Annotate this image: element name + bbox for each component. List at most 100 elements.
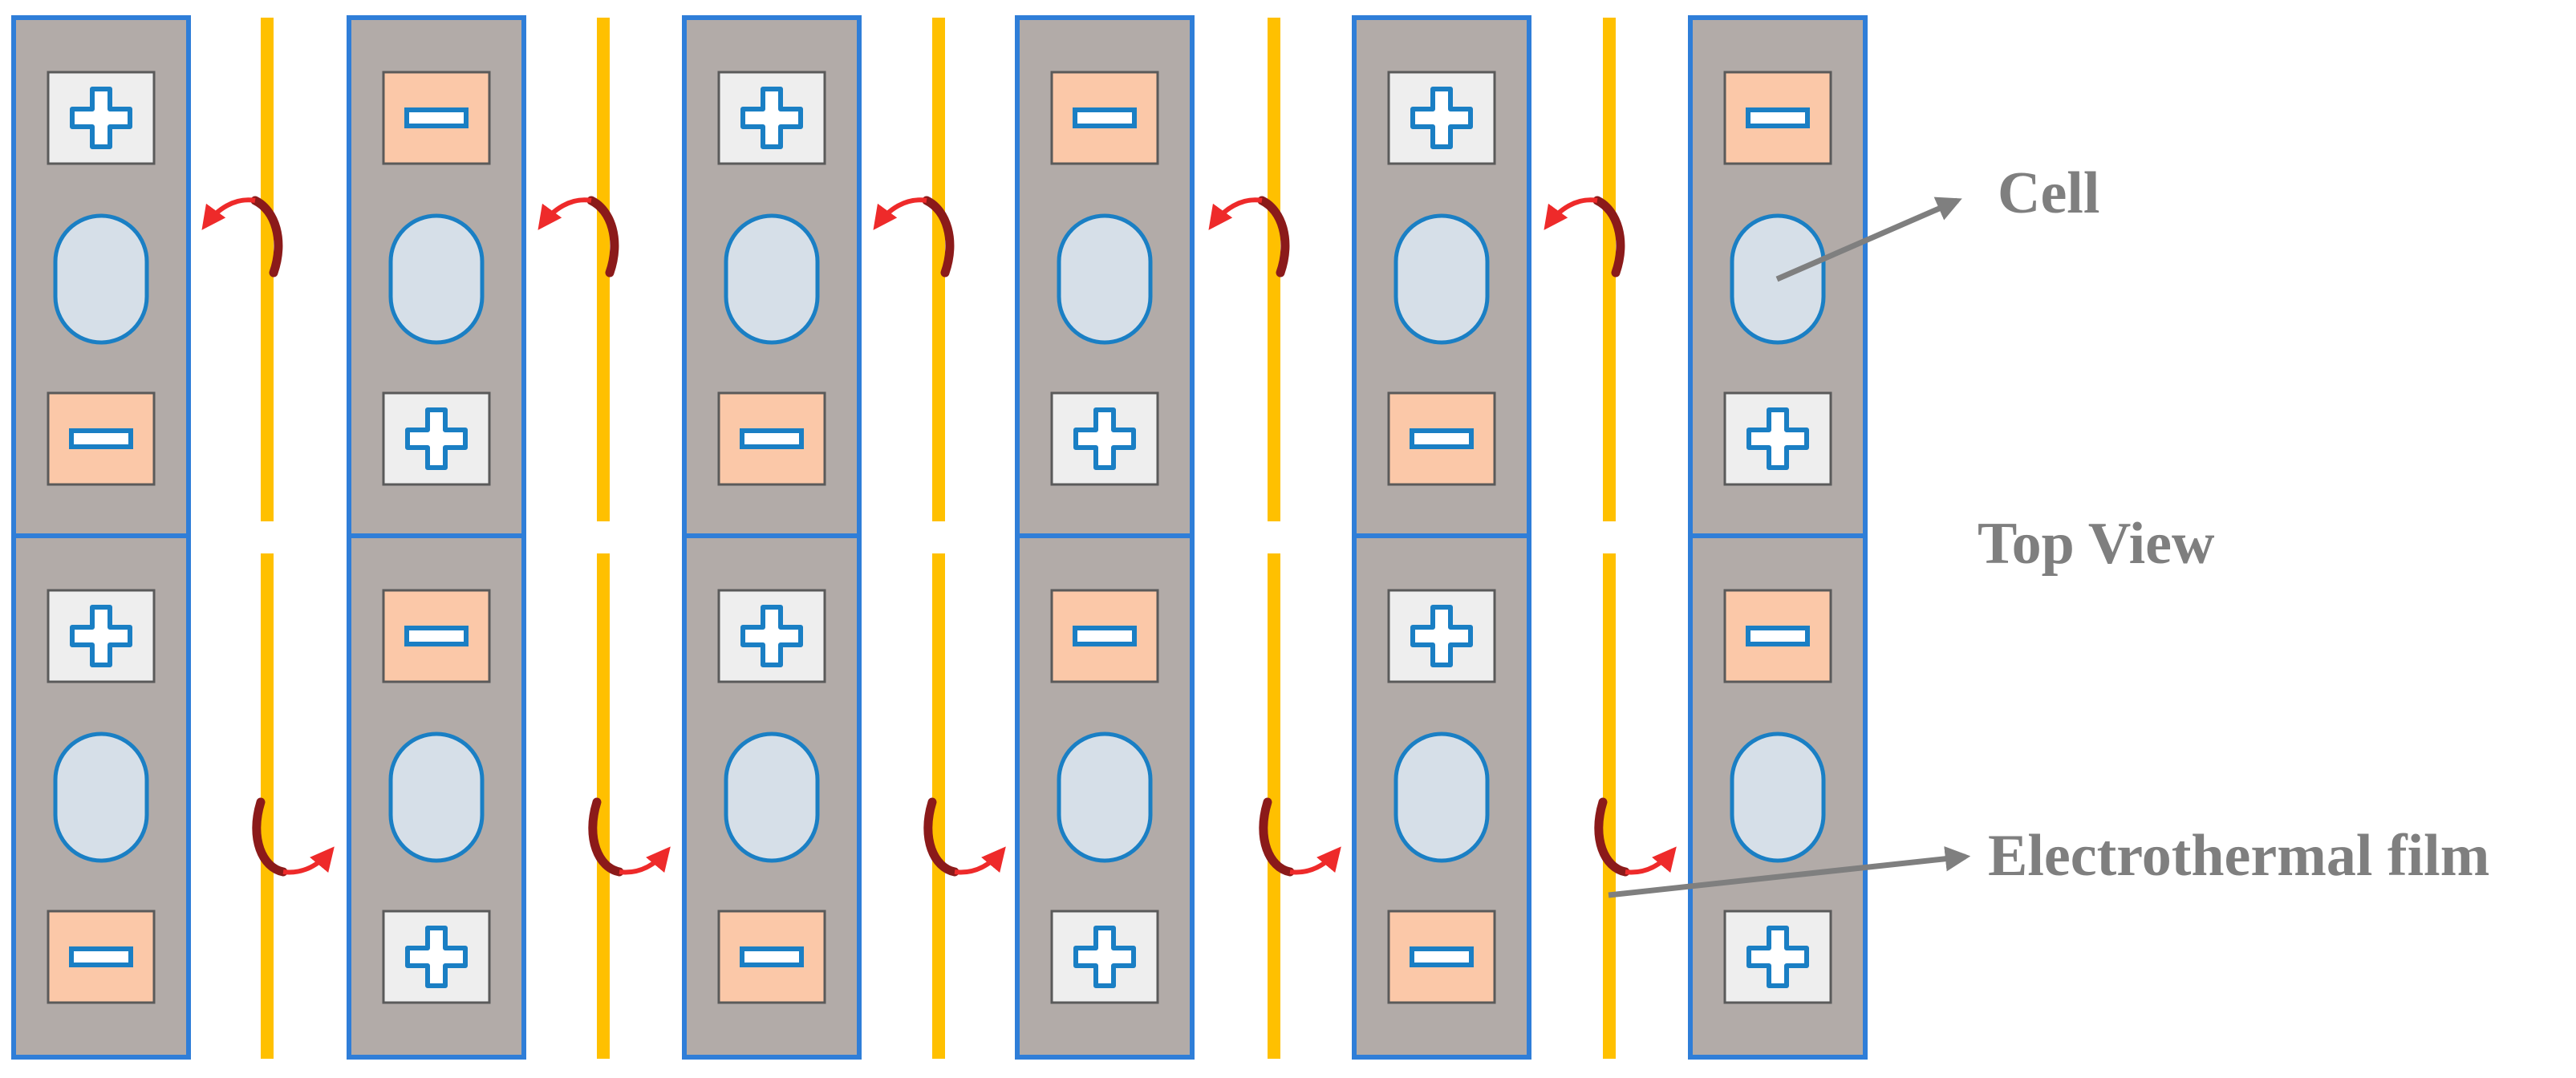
heat-arrow-tip	[1625, 846, 1677, 875]
plus-sign	[740, 605, 803, 667]
heat-arrow-tip	[1289, 846, 1341, 875]
electrothermal-film-2-lower	[597, 553, 610, 1059]
heat-arrow-body	[1257, 196, 1290, 278]
curved-heat-arrow-icon	[588, 797, 671, 877]
electrothermal-film-3-upper	[932, 18, 945, 521]
heat-arrow-body	[1592, 196, 1625, 278]
curved-heat-arrow-icon	[1544, 196, 1625, 278]
plus-terminal-icon	[1723, 391, 1832, 486]
minus-terminal-icon	[1050, 589, 1159, 683]
minus-sign	[404, 107, 469, 128]
curved-heat-arrow-icon	[923, 797, 1006, 877]
curved-heat-arrow-icon	[1259, 797, 1341, 877]
plus-sign	[1410, 87, 1473, 149]
oval-vent-icon	[724, 213, 820, 345]
electrothermal-film-5-upper	[1603, 18, 1616, 521]
electrothermal-film-4-upper	[1268, 18, 1280, 521]
minus-sign	[69, 428, 133, 449]
oval-vent-icon	[1393, 732, 1490, 863]
oval-vent-icon	[1730, 732, 1826, 863]
heat-arrow-body	[923, 797, 959, 877]
oval-vent-icon	[724, 732, 820, 863]
oval-vent-icon	[388, 732, 485, 863]
curved-heat-arrow-icon	[1594, 797, 1677, 877]
minus-sign	[1073, 107, 1137, 128]
electrothermal-film-1-lower	[261, 553, 274, 1059]
minus-terminal-icon	[47, 391, 156, 486]
minus-sign	[1746, 107, 1810, 128]
minus-terminal-icon	[47, 910, 156, 1004]
plus-terminal-icon	[1723, 910, 1832, 1004]
curved-heat-arrow-icon	[873, 196, 955, 278]
heat-arrow-tip	[954, 846, 1006, 875]
plus-sign	[740, 87, 803, 149]
electrothermal-film-4-lower	[1268, 553, 1280, 1059]
top-view-label: Top View	[1978, 511, 2215, 577]
oval-vent-icon	[53, 732, 149, 863]
minus-sign	[1410, 428, 1474, 449]
cell-label: Cell	[1998, 160, 2099, 226]
minus-terminal-icon	[1387, 391, 1496, 486]
oval-vent-icon	[53, 213, 149, 345]
curved-heat-arrow-icon	[1208, 196, 1290, 278]
film-leader-line	[1608, 846, 1971, 898]
heat-arrow-tip	[201, 197, 256, 230]
heat-arrow-tip	[1544, 197, 1598, 230]
plus-sign	[70, 87, 132, 149]
annotations: Cell Top View Electrothermal film	[1608, 160, 2489, 898]
plus-terminal-icon	[1387, 589, 1496, 683]
plus-terminal-icon	[382, 391, 491, 486]
plus-terminal-icon	[47, 589, 156, 683]
heat-arrow-body	[586, 196, 619, 278]
minus-terminal-icon	[717, 391, 826, 486]
electrothermal-films	[261, 18, 1616, 1059]
minus-sign	[1073, 626, 1137, 646]
heat-arrow-body	[252, 797, 288, 877]
heat-arrow-body	[588, 797, 624, 877]
electrothermal-film-label: Electrothermal film	[1988, 823, 2489, 889]
curved-heat-arrow-icon	[538, 196, 619, 278]
plus-terminal-icon	[382, 910, 491, 1004]
curved-heat-arrow-icon	[252, 797, 335, 877]
minus-terminal-icon	[382, 71, 491, 165]
plus-sign	[1746, 407, 1809, 470]
heat-arrow-tip	[619, 846, 671, 875]
minus-sign	[740, 946, 804, 967]
electrothermal-film-3-lower	[932, 553, 945, 1059]
minus-sign	[404, 626, 469, 646]
plus-sign	[1746, 926, 1809, 988]
plus-sign	[1073, 926, 1136, 988]
heat-arrow-body	[1594, 797, 1630, 877]
plus-sign	[70, 605, 132, 667]
plus-sign	[1073, 407, 1136, 470]
plus-terminal-icon	[1050, 391, 1159, 486]
plus-sign	[1410, 605, 1473, 667]
electrothermal-film-1-upper	[261, 18, 274, 521]
electrothermal-film-5-lower	[1603, 553, 1616, 1059]
minus-sign	[740, 428, 804, 449]
plus-terminal-icon	[47, 71, 156, 165]
electrothermal-film-2-upper	[597, 18, 610, 521]
plus-terminal-icon	[1050, 910, 1159, 1004]
battery-cells	[11, 15, 1868, 1060]
plus-terminal-icon	[717, 589, 826, 683]
minus-terminal-icon	[1723, 589, 1832, 683]
minus-terminal-icon	[382, 589, 491, 683]
heat-arrow-body	[250, 196, 283, 278]
plus-terminal-icon	[1387, 71, 1496, 165]
minus-terminal-icon	[1723, 71, 1832, 165]
minus-sign	[1410, 946, 1474, 967]
heat-arrow-body	[1259, 797, 1295, 877]
heat-arrow-body	[922, 196, 955, 278]
oval-vent-icon	[1057, 213, 1153, 345]
heat-flow-arrows	[201, 196, 1677, 877]
terminal-box	[1387, 391, 1496, 486]
heat-arrow-tip	[873, 197, 927, 230]
plus-terminal-icon	[717, 71, 826, 165]
oval-vent-icon	[1393, 213, 1490, 345]
minus-terminal-icon	[717, 910, 826, 1004]
cell-leader-line	[1775, 197, 1962, 282]
minus-sign	[1746, 626, 1810, 646]
oval-vent-icon	[1057, 732, 1153, 863]
